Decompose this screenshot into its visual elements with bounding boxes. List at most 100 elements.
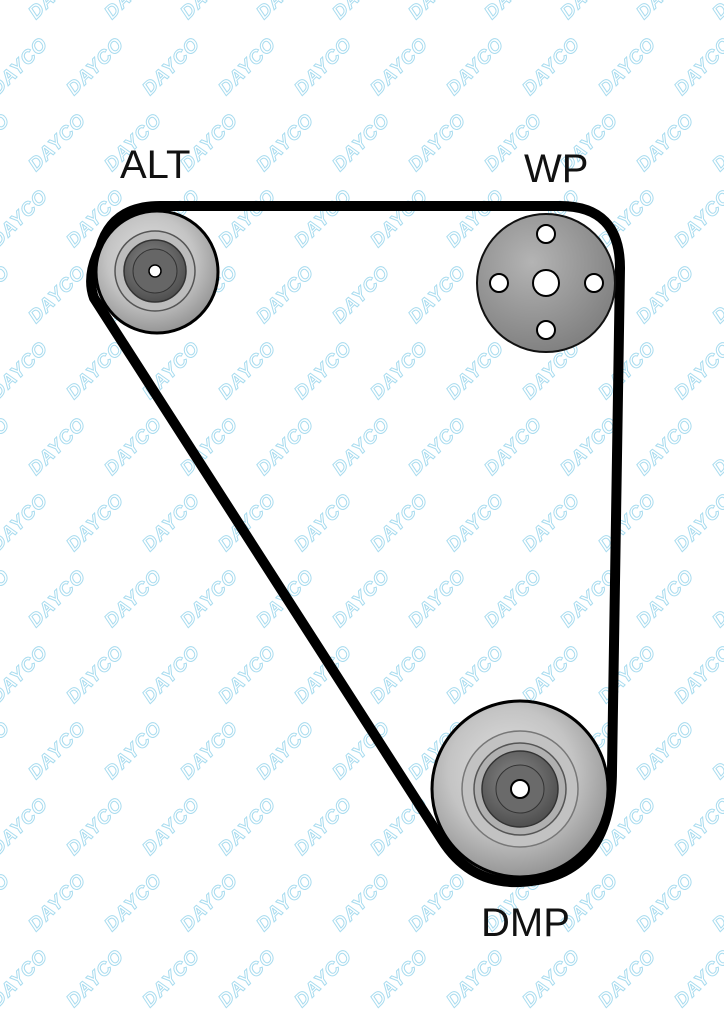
watermark-text: DAYCO [519,490,585,556]
watermark-text: DAYCO [329,110,395,176]
watermark-text: DAYCO [0,186,53,252]
watermark-text: DAYCO [671,186,724,252]
watermark-text: DAYCO [0,490,53,556]
watermark-text: DAYCO [0,566,15,632]
watermark-text: DAYCO [633,870,699,936]
watermark-text: DAYCO [329,262,395,328]
watermark-text: DAYCO [443,34,509,100]
watermark-text: DAYCO [291,338,357,404]
watermark-text: DAYCO [367,490,433,556]
watermark-text: DAYCO [367,338,433,404]
watermark-text: DAYCO [0,794,53,860]
watermark-text: DAYCO [709,718,724,784]
watermark-text: DAYCO [595,338,661,404]
watermark-text: DAYCO [709,870,724,936]
watermark-text: DAYCO [633,0,699,24]
watermark-text: DAYCO [0,338,53,404]
watermark-text: DAYCO [253,110,319,176]
watermark-text: DAYCO [291,794,357,860]
watermark-text: DAYCO [709,262,724,328]
watermark-text: DAYCO [329,414,395,480]
watermark-text: DAYCO [329,870,395,936]
watermark-text: DAYCO [405,110,471,176]
watermark-text: DAYCO [519,34,585,100]
watermark-text: DAYCO [481,0,547,24]
watermark-text: DAYCO [443,642,509,708]
watermark-text: DAYCO [291,490,357,556]
drive-belt [86,201,625,888]
alternator-pulley [94,209,220,335]
watermark-text: DAYCO [139,338,205,404]
watermark-text: DAYCO [101,870,167,936]
watermark-text: DAYCO [177,870,243,936]
watermark-text: DAYCO [633,718,699,784]
watermark-text: DAYCO [0,110,15,176]
watermark-text: DAYCO [671,946,724,1012]
watermark-text: DAYCO [291,186,357,252]
watermark-text: DAYCO [25,566,91,632]
watermark-text: DAYCO [63,34,129,100]
watermark-text: DAYCO [177,718,243,784]
watermark-text: DAYCO [63,490,129,556]
watermark-text: DAYCO [481,414,547,480]
watermark-text: DAYCO [63,338,129,404]
watermark-text: DAYCO [63,642,129,708]
watermark-text: DAYCO [709,110,724,176]
watermark-text: DAYCO [329,0,395,24]
watermark-text: DAYCO [671,34,724,100]
watermark-text: DAYCO [139,490,205,556]
watermark-text: DAYCO [405,870,471,936]
watermark-text: DAYCO [709,414,724,480]
watermark-text: DAYCO [253,262,319,328]
watermark-text: DAYCO [291,34,357,100]
watermark-text: DAYCO [63,794,129,860]
watermark-text: DAYCO [709,566,724,632]
watermark-text: DAYCO [25,0,91,24]
watermark-text: DAYCO [25,262,91,328]
watermark-text: DAYCO [215,338,281,404]
watermark-text: DAYCO [671,338,724,404]
watermark-text: DAYCO [253,718,319,784]
watermark-text: DAYCO [405,414,471,480]
watermark-text: DAYCO [443,490,509,556]
watermark-text: DAYCO [215,34,281,100]
watermark-text: DAYCO [139,794,205,860]
watermark-text: DAYCO [63,946,129,1012]
dmp-label: DMP [481,901,570,945]
watermark-text: DAYCO [519,946,585,1012]
watermark-text: DAYCO [139,642,205,708]
watermark-text: DAYCO [101,718,167,784]
watermark-text: DAYCO [139,946,205,1012]
watermark-text: DAYCO [291,946,357,1012]
watermark-text: DAYCO [367,186,433,252]
watermark-text: DAYCO [329,566,395,632]
watermark-text: DAYCO [633,110,699,176]
watermark-text: DAYCO [0,718,15,784]
wp-label: WP [524,147,588,191]
watermark-text: DAYCO [253,870,319,936]
damper-pulley [430,699,610,879]
watermark-text: DAYCO [177,0,243,24]
watermark-text: DAYCO [481,566,547,632]
watermark-text: DAYCO [557,0,623,24]
watermark-text: DAYCO [25,110,91,176]
watermark-text: DAYCO [367,946,433,1012]
watermark-text: DAYCO [215,794,281,860]
watermark-text: DAYCO [671,490,724,556]
watermark-text: DAYCO [671,794,724,860]
watermark-text: DAYCO [633,262,699,328]
watermark-text: DAYCO [709,0,724,24]
watermark-text: DAYCO [595,34,661,100]
watermark-text: DAYCO [177,566,243,632]
watermark-text: DAYCO [0,642,53,708]
watermark-text: DAYCO [519,642,585,708]
watermark-text: DAYCO [0,34,53,100]
watermark-text: DAYCO [0,946,53,1012]
watermark-text: DAYCO [633,566,699,632]
watermark-text: DAYCO [25,870,91,936]
watermark-text: DAYCO [25,414,91,480]
alt-label: ALT [120,143,190,187]
watermark-text: DAYCO [0,870,15,936]
watermark-text: DAYCO [101,414,167,480]
